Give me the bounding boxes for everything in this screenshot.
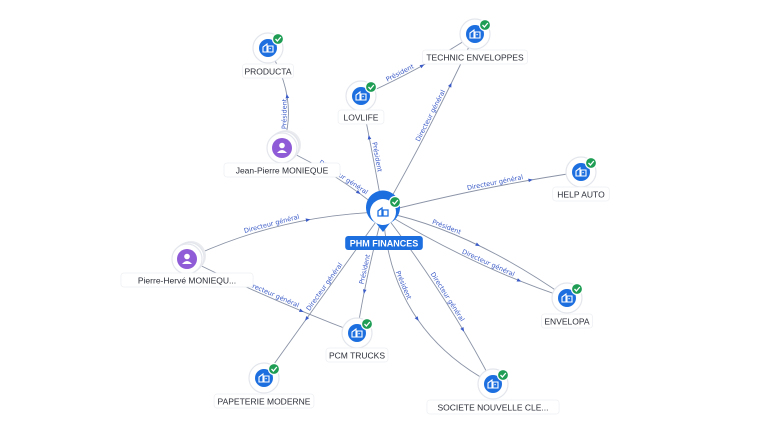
edge-central-helpauto: Directeur général: [382, 171, 582, 213]
edge-label: Directeur général: [414, 88, 447, 143]
node-label-text: LOVLIFE: [344, 113, 379, 123]
edge-arrow: [516, 278, 522, 282]
edge-label: Président: [394, 270, 413, 301]
node-label-text: SOCIETE NOUVELLE CLE...: [437, 403, 548, 413]
person-icon: [177, 249, 197, 269]
node-label[interactable]: PCM TRUCKS: [325, 347, 389, 363]
verified-check-icon: [388, 195, 402, 209]
node-label[interactable]: Jean-Pierre MONIEQUE: [223, 162, 341, 178]
edge-arrow: [305, 316, 310, 321]
verified-check-icon: [570, 282, 584, 296]
verified-check-icon: [267, 362, 281, 376]
edge-arrow: [305, 218, 311, 222]
node-label-text: PAPETERIE MODERNE: [218, 397, 311, 407]
edge-label: Directeur général: [305, 261, 345, 312]
verified-check-icon: [271, 32, 285, 46]
verified-check-icon: [584, 156, 598, 170]
node-label[interactable]: PRODUCTA: [241, 63, 294, 79]
central-node-phm-finances[interactable]: PHM FINANCES: [345, 190, 423, 250]
company-node-pcm[interactable]: PCM TRUCKS: [325, 317, 389, 363]
node-label-text: HELP AUTO: [557, 190, 605, 200]
company-node-producta[interactable]: PRODUCTA: [241, 32, 294, 79]
verified-check-icon: [496, 368, 510, 382]
building-icon: [572, 163, 590, 181]
verified-check-icon: [478, 18, 492, 32]
edge-line: [186, 211, 384, 260]
edge-arrow: [448, 82, 452, 88]
company-node-envelopa[interactable]: ENVELOPA: [541, 282, 594, 329]
node-label[interactable]: TECHNIC ENVELOPPES: [421, 49, 528, 65]
building-icon: [352, 87, 370, 105]
edge-line: [382, 211, 494, 385]
edge-line: [382, 211, 568, 299]
node-label-text: Pierre-Hervé MONIEQU...: [138, 276, 236, 286]
edge-arrow: [460, 326, 465, 332]
edge-label: Président: [358, 253, 372, 285]
edge-line: [382, 171, 582, 213]
building-icon: [484, 375, 502, 393]
edge-arrow: [355, 189, 361, 194]
edge-line: [360, 33, 476, 97]
edge-arrow: [528, 178, 533, 183]
edge-label: Directeur général: [466, 173, 524, 192]
company-node-technic[interactable]: TECHNIC ENVELOPPES: [421, 18, 528, 65]
edge-line: [382, 211, 568, 299]
company-node-helpauto[interactable]: HELP AUTO: [552, 156, 610, 202]
verified-check-icon: [360, 317, 374, 331]
node-label[interactable]: HELP AUTO: [552, 186, 610, 202]
person-node-ph[interactable]: Pierre-Hervé MONIEQU...: [120, 241, 254, 288]
building-icon: [558, 289, 576, 307]
edge-label: Président: [385, 62, 416, 83]
node-label[interactable]: SOCIETE NOUVELLE CLE...: [426, 399, 560, 415]
building-icon: [377, 206, 389, 217]
company-node-papeterie[interactable]: PAPETERIE MODERNE: [213, 362, 315, 409]
building-icon: [348, 324, 366, 342]
node-label-text: PHM FINANCES: [350, 239, 419, 249]
edge-arrow: [419, 64, 425, 69]
edge-arrow: [298, 308, 304, 312]
edge-lovlife-technic: Président: [360, 33, 476, 97]
edge-ph-central: Directeur général: [186, 211, 384, 260]
edge-label: Directeur général: [243, 213, 300, 235]
building-icon: [259, 39, 277, 57]
edge-central-envelopa: Directeur général: [382, 211, 568, 299]
building-icon: [255, 369, 273, 387]
edge-arrow: [367, 134, 372, 140]
node-label[interactable]: PAPETERIE MODERNE: [213, 393, 315, 409]
company-node-lovlife[interactable]: LOVLIFE: [337, 80, 385, 125]
central-node-label[interactable]: PHM FINANCES: [345, 236, 423, 250]
nodes-layer: PRODUCTA TECHNIC ENVELOPPES LOVLIFE HELP AU…: [120, 18, 610, 415]
edge-line: [186, 258, 358, 334]
company-node-societe[interactable]: SOCIETE NOUVELLE CLE...: [426, 368, 560, 415]
node-label[interactable]: Pierre-Hervé MONIEQU...: [120, 272, 254, 288]
node-label-text: TECHNIC ENVELOPPES: [426, 53, 524, 63]
building-icon: [466, 25, 484, 43]
edge-label: Président: [370, 141, 384, 173]
node-label[interactable]: LOVLIFE: [337, 109, 385, 125]
edge-arrow: [475, 242, 480, 247]
person-icon: [272, 138, 292, 158]
node-label[interactable]: ENVELOPA: [541, 313, 594, 329]
edge-line: [263, 211, 384, 379]
node-label-text: ENVELOPA: [544, 317, 590, 327]
edge-label: Directeur général: [461, 248, 516, 279]
edge-arrow: [285, 93, 290, 99]
edge-arrow: [362, 289, 367, 294]
edge-arrow: [414, 316, 419, 321]
edge-label: Directeur général: [429, 271, 467, 324]
verified-check-icon: [364, 80, 378, 94]
node-label-text: PRODUCTA: [244, 67, 291, 77]
node-label-text: Jean-Pierre MONIEQUE: [236, 166, 329, 176]
node-label-text: PCM TRUCKS: [329, 351, 385, 361]
edge-label: Président: [280, 98, 288, 129]
person-node-jp[interactable]: Jean-Pierre MONIEQUE: [223, 130, 341, 178]
